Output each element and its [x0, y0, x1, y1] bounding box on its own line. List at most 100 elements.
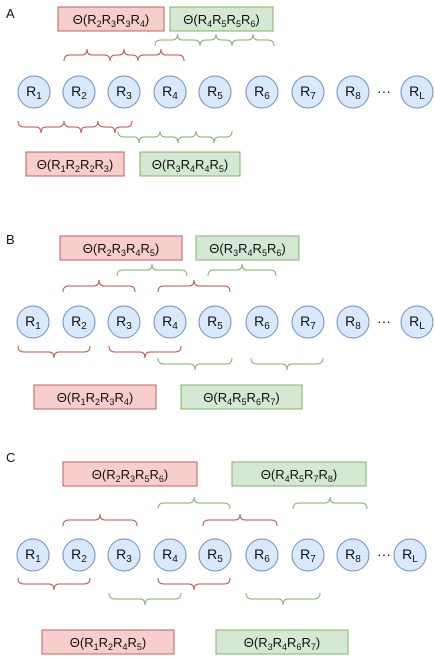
node-r3: [107, 305, 141, 339]
panel-letter: C: [6, 450, 15, 465]
bottom-brace-green: [195, 130, 233, 144]
node-r5: [198, 75, 232, 109]
node-label: R2: [71, 83, 87, 102]
node-r2: [62, 75, 96, 109]
top-brace-green: [157, 496, 231, 510]
node-r1: [16, 538, 50, 572]
node-r8: [336, 305, 370, 339]
node-label: R5: [207, 83, 223, 102]
bottom-label-red-text: Θ(R1R2R2R3): [37, 157, 113, 174]
node-label: R3: [116, 83, 132, 102]
node-label: R8: [345, 313, 361, 332]
bottom-label-green-text: Θ(R4R5R6R7): [203, 390, 279, 407]
top-brace-green: [207, 263, 277, 277]
ellipsis: ···: [377, 546, 391, 562]
node-label: R2: [71, 313, 87, 332]
node-r1: [16, 305, 50, 339]
bottom-label-red: Θ(R1R2R3R4): [33, 384, 157, 410]
bottom-brace-green: [117, 130, 161, 144]
node-label: R5: [207, 313, 223, 332]
node-label: R1: [25, 546, 41, 565]
node-r6: [245, 305, 279, 339]
node-rl: [393, 538, 427, 572]
node-r3: [107, 538, 141, 572]
node-label: R8: [345, 83, 361, 102]
node-label: R4: [162, 546, 178, 565]
node-r6: [245, 75, 279, 109]
bottom-brace-red: [157, 577, 231, 591]
node-label: R1: [26, 83, 42, 102]
node-label: R2: [71, 546, 87, 565]
top-brace-green: [154, 33, 201, 47]
bottom-brace-green: [245, 592, 321, 606]
bottom-brace-green: [157, 357, 233, 371]
node-label: RL: [402, 546, 418, 565]
node-rl: [400, 305, 434, 339]
node-r5: [198, 305, 232, 339]
node-r7: [291, 75, 325, 109]
top-label-green-text: Θ(R4R5R7R8): [261, 467, 337, 484]
bottom-label-red-text: Θ(R1R2R4R5): [70, 635, 146, 652]
node-label: R7: [300, 546, 316, 565]
node-label: R3: [116, 313, 132, 332]
top-label-red: Θ(R2R3R4R5): [59, 235, 183, 261]
node-label: RL: [409, 313, 425, 332]
top-label-red-text: Θ(R2R3R5R6): [92, 467, 168, 484]
top-brace-green: [292, 496, 368, 510]
top-brace-red: [63, 48, 111, 62]
node-label: R3: [116, 546, 132, 565]
top-label-red-text: Θ(R2R3R4R5): [83, 241, 159, 258]
top-label-green: Θ(R3R4R5R6): [195, 235, 300, 261]
node-label: R6: [254, 546, 270, 565]
node-r7: [291, 305, 325, 339]
top-label-red-text: Θ(R2R3R3R4): [73, 12, 149, 29]
node-label: R7: [300, 83, 316, 102]
node-label: R4: [162, 83, 178, 102]
node-r3: [107, 75, 141, 109]
bottom-brace-red: [17, 120, 65, 134]
bottom-label-green: Θ(R4R5R6R7): [180, 384, 303, 410]
bottom-brace-green: [250, 357, 324, 371]
top-brace-red: [202, 513, 278, 527]
bottom-label-red: Θ(R1R2R2R3): [25, 151, 125, 177]
top-brace-red: [137, 48, 185, 62]
node-label: R7: [300, 313, 316, 332]
top-brace-green: [116, 263, 188, 277]
node-r5: [198, 538, 232, 572]
top-brace-red: [62, 279, 136, 293]
node-label: R1: [25, 313, 41, 332]
top-brace-red: [62, 513, 138, 527]
ellipsis: ···: [377, 83, 391, 99]
bottom-brace-red: [63, 120, 99, 134]
node-r8: [336, 75, 370, 109]
node-r8: [336, 538, 370, 572]
bottom-label-green-text: Θ(R3R4R6R7): [244, 635, 320, 652]
bottom-brace-red: [17, 577, 91, 591]
bottom-brace-green: [108, 592, 182, 606]
bottom-label-green: Θ(R3R4R6R7): [215, 629, 349, 655]
panel-letter: B: [6, 232, 15, 247]
bottom-label-green-text: Θ(R3R4R4R5): [152, 157, 228, 174]
node-r4: [153, 538, 187, 572]
top-label-red: Θ(R2R3R5R6): [62, 461, 198, 487]
node-label: R5: [207, 546, 223, 565]
node-rl: [400, 75, 434, 109]
top-label-green: Θ(R4R5R5R6): [169, 6, 274, 32]
node-label: R6: [254, 313, 270, 332]
bottom-label-red-text: Θ(R1R2R3R4): [57, 390, 133, 407]
bottom-label-red: Θ(R1R2R4R5): [41, 629, 175, 655]
bottom-label-green: Θ(R3R4R4R5): [139, 151, 241, 177]
top-brace-red: [109, 48, 139, 62]
top-brace-green: [199, 33, 233, 47]
node-label: R4: [162, 313, 178, 332]
node-r2: [62, 538, 96, 572]
top-label-green-text: Θ(R4R5R5R6): [183, 12, 259, 29]
ellipsis: ···: [377, 313, 391, 329]
panel-letter: A: [6, 6, 15, 21]
top-brace-green: [231, 33, 275, 47]
bottom-brace-red: [97, 120, 133, 134]
node-r4: [153, 75, 187, 109]
